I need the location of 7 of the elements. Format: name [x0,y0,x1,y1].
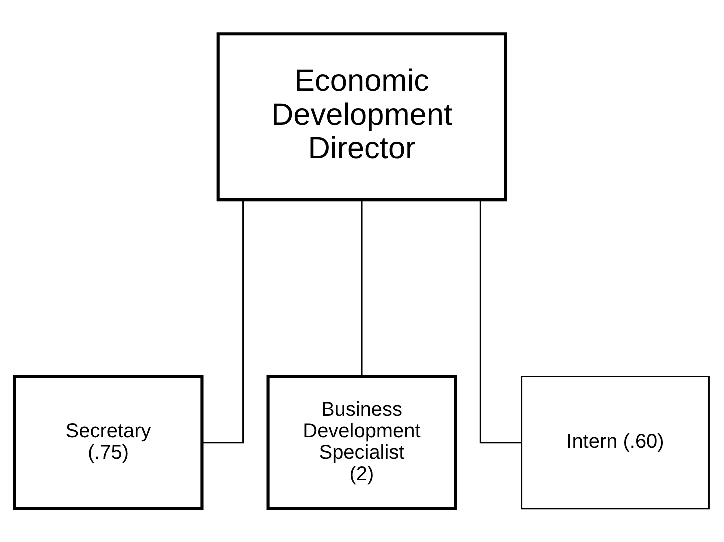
connector [202,200,244,444]
node-box: Business Development Specialist (2) [266,374,458,510]
node-box: Intern (.60) [521,375,710,510]
node-box: Secretary (.75) [13,374,204,510]
connector [361,200,363,376]
connector [480,200,522,444]
node-box: Economic Development Director [216,32,508,202]
